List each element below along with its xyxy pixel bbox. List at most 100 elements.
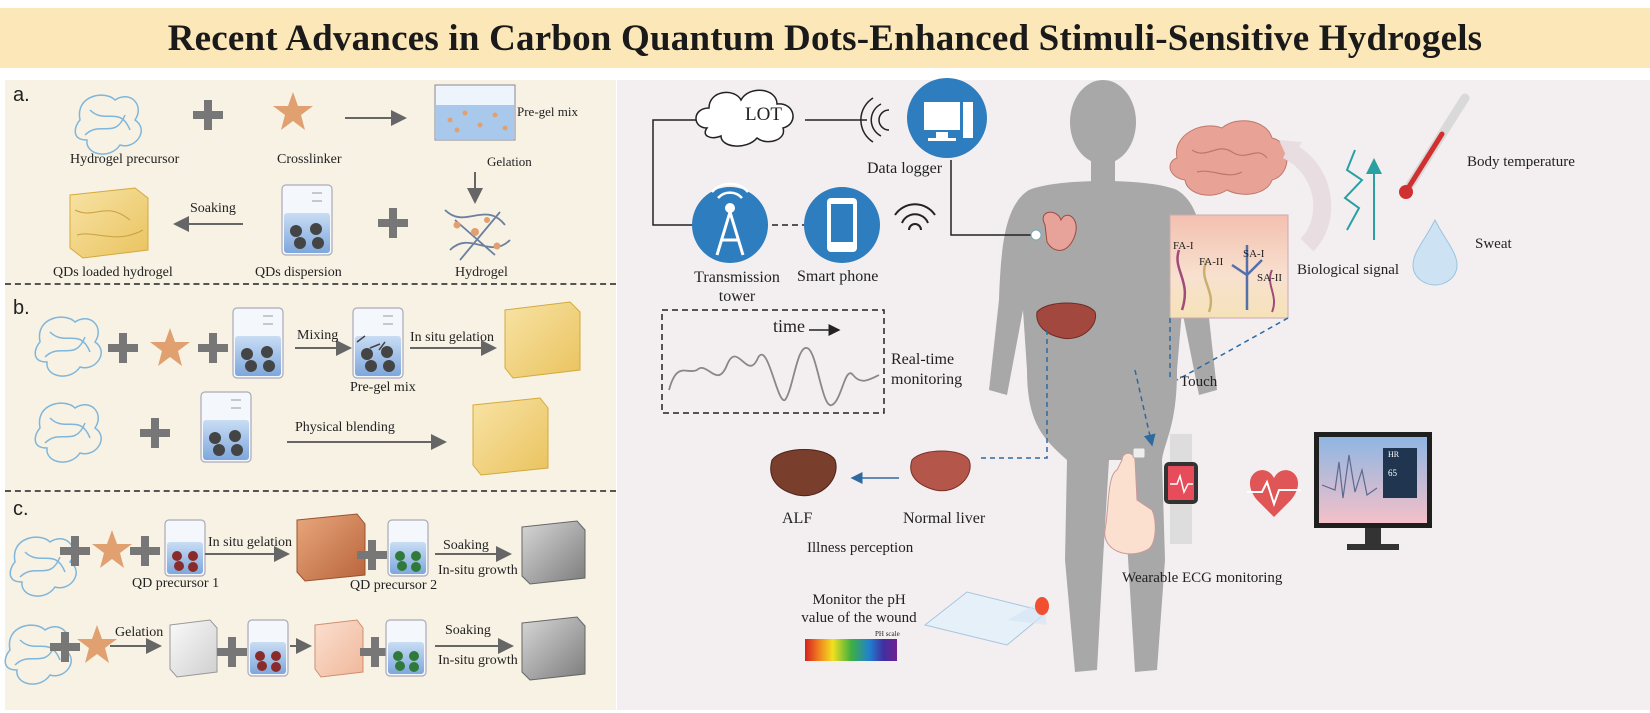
hydrogel-cube-icon: [505, 302, 580, 378]
qd-precursor-beaker-icon: [165, 520, 205, 576]
synthesis-graphics: [5, 80, 616, 710]
gelation-label: Gelation: [487, 154, 532, 170]
pre-gel-mix-container-icon: [435, 85, 515, 140]
physical-blending-label: Physical blending: [295, 420, 395, 436]
smart-phone-label: Smart phone: [797, 268, 878, 286]
gelation-label: Gelation: [115, 625, 163, 641]
waveform-line: [669, 348, 879, 405]
curved-arrow-shape: [1287, 150, 1322, 245]
lot-label: LOT: [745, 104, 782, 126]
gray-hydrogel-cube-icon: [522, 521, 585, 584]
hydrogel-precursor-icon: [10, 537, 76, 596]
mixing-label: Mixing: [297, 328, 338, 344]
sweat-droplet-icon: [1413, 220, 1457, 285]
ph-monitor-label: Monitor the pH value of the wound: [799, 591, 919, 627]
section-c-marker: c.: [13, 498, 29, 521]
wearable-ecg-label: Wearable ECG monitoring: [1122, 570, 1282, 587]
crosslinker-star-icon: [92, 530, 132, 568]
hydrogel-precursor-icon: [35, 317, 101, 376]
sweat-label: Sweat: [1475, 236, 1512, 253]
section-divider: [5, 283, 616, 285]
synthesis-panel: a. Hydrogel precursor Crosslinker Pre-ge…: [5, 80, 616, 710]
in-situ-growth-label: In-situ growth: [438, 563, 518, 579]
white-hydrogel-cube-icon: [170, 620, 217, 677]
hr-value: 65: [1388, 468, 1397, 478]
smart-phone-icon: [804, 187, 880, 263]
copper-hydrogel-cube-icon: [297, 514, 365, 581]
ph-scale-label: PH scale: [875, 630, 900, 638]
qds-dispersion-beaker-icon: [201, 392, 251, 462]
qds-dispersion-beaker-icon: [282, 185, 332, 255]
qds-loaded-hydrogel-cube-icon: [70, 188, 148, 258]
qd-precursor-1-label: QD precursor 1: [132, 576, 219, 592]
ph-scale-bar: [805, 639, 897, 661]
hydrogel-precursor-label: Hydrogel precursor: [70, 152, 179, 168]
alf-label: ALF: [782, 510, 812, 528]
plus-icon: [108, 333, 138, 363]
soaking-label: Soaking: [445, 623, 491, 639]
hydrogel-precursor-icon: [35, 403, 101, 462]
data-logger-computer-icon: [907, 78, 987, 158]
plus-icon: [130, 536, 160, 566]
application-graphics: [617, 80, 1650, 710]
transmission-tower-icon: [692, 184, 768, 263]
alf-liver-icon: [771, 450, 836, 496]
application-panel: LOT Data logger Transmission tower Smart…: [617, 80, 1650, 710]
plus-icon: [193, 100, 223, 130]
gray-hydrogel-cube-icon: [522, 617, 585, 680]
plus-icon: [217, 637, 247, 667]
data-logger-label: Data logger: [867, 160, 942, 178]
hr-label: HR: [1388, 450, 1399, 459]
time-label: time: [773, 316, 805, 337]
pre-gel-mix-beaker-icon: [353, 308, 403, 378]
crosslinker-label: Crosslinker: [277, 152, 342, 168]
fa-1-label: FA-I: [1173, 240, 1194, 252]
plus-icon: [60, 536, 90, 566]
touch-label: Touch: [1180, 374, 1217, 391]
soaking-label: Soaking: [443, 538, 489, 554]
section-divider: [5, 490, 616, 492]
sensor-dot: [1031, 230, 1041, 240]
crosslinker-star-icon: [273, 92, 313, 130]
soaking-label: Soaking: [190, 201, 236, 217]
normal-liver-icon: [911, 451, 970, 491]
wifi-icon: [895, 204, 935, 230]
title-bar: Recent Advances in Carbon Quantum Dots-E…: [0, 8, 1650, 68]
hydrogel-label: Hydrogel: [455, 265, 508, 281]
hydrogel-cube-icon: [473, 398, 548, 475]
signal-wave-icon: [1345, 150, 1362, 230]
crosslinker-star-icon: [77, 625, 117, 663]
peach-hydrogel-cube-icon: [315, 620, 363, 677]
pre-gel-mix-label: Pre-gel mix: [350, 380, 416, 396]
in-situ-gelation-label: In situ gelation: [410, 330, 494, 346]
sa-1-label: SA-I: [1243, 248, 1264, 260]
qds-dispersion-label: QDs dispersion: [255, 265, 342, 281]
qd-precursor-beaker-icon: [388, 520, 428, 576]
plus-icon: [140, 418, 170, 448]
plus-icon: [198, 333, 228, 363]
fa-2-label: FA-II: [1199, 256, 1223, 268]
thermometer-icon: [1399, 98, 1465, 199]
ph-patch-icon: [925, 592, 1047, 645]
qd-precursor-beaker-icon: [248, 620, 288, 676]
qds-loaded-hydrogel-label: QDs loaded hydrogel: [53, 265, 173, 281]
qds-dispersion-beaker-icon: [233, 308, 283, 378]
plus-icon: [378, 208, 408, 238]
plus-icon: [50, 632, 80, 662]
body-temperature-label: Body temperature: [1467, 154, 1575, 171]
crosslinker-star-icon: [150, 328, 190, 366]
section-a-marker: a.: [13, 84, 30, 107]
transmission-tower-label: Transmission tower: [687, 268, 787, 306]
brain-icon: [1170, 121, 1287, 195]
biological-signal-label: Biological signal: [1297, 262, 1399, 279]
sa-2-label: SA-II: [1257, 272, 1282, 284]
illness-perception-label: Illness perception: [807, 540, 913, 557]
page-title: Recent Advances in Carbon Quantum Dots-E…: [168, 17, 1483, 60]
real-time-monitoring-label: Real-time monitoring: [891, 350, 981, 390]
heart-rate-icon: [1247, 470, 1301, 517]
hydrogel-network-icon: [445, 210, 510, 260]
ecg-monitor-icon: [1314, 432, 1432, 550]
wound-icon: [1035, 597, 1049, 615]
skin-cross-section-icon: [1170, 215, 1288, 318]
ecg-watch-icon: [1164, 434, 1198, 544]
